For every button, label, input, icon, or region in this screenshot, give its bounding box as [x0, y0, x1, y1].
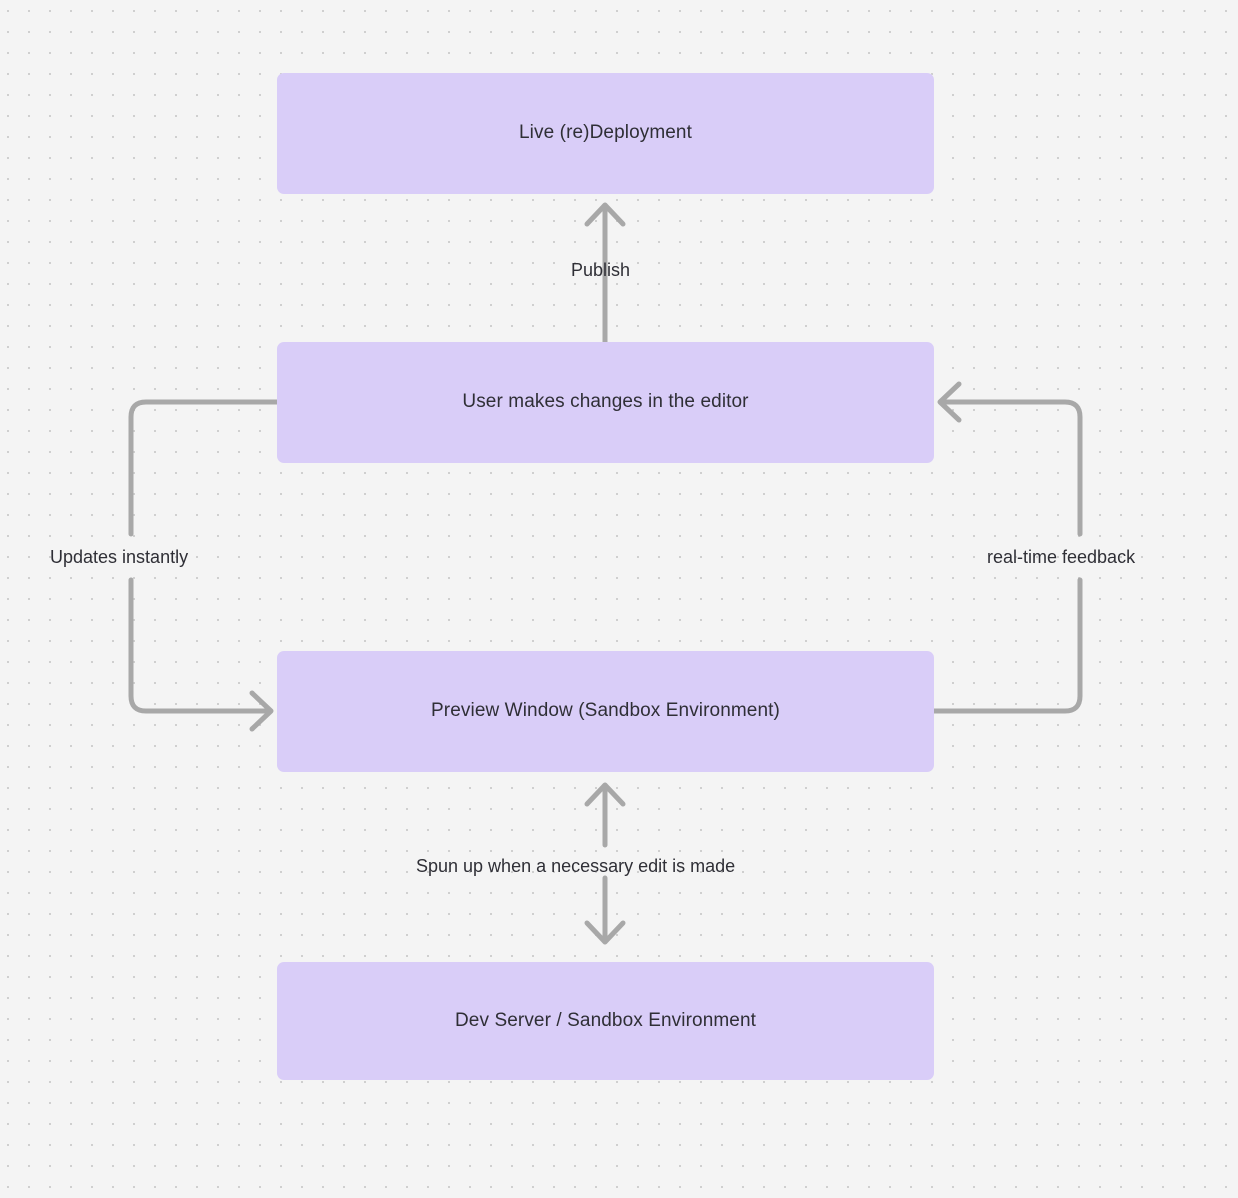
node-label: Live (re)Deployment	[519, 122, 692, 144]
node-user-makes-changes[interactable]: User makes changes in the editor	[277, 342, 934, 463]
edge-label-updates-instantly: Updates instantly	[50, 547, 189, 567]
arrowhead-right	[249, 690, 274, 732]
node-label: Dev Server / Sandbox Environment	[454, 1009, 756, 1031]
node-preview-window[interactable]: Preview Window (Sandbox Environment)	[277, 651, 934, 772]
node-label: User makes changes in the editor	[462, 391, 749, 413]
arrowhead-down	[584, 920, 626, 945]
edge-label-publish: Publish	[571, 260, 631, 280]
edge-label-spun-up: Spun up when a necessary edit is made	[416, 856, 736, 876]
node-live-redeployment[interactable]: Live (re)Deployment	[277, 73, 934, 194]
node-label: Preview Window (Sandbox Environment)	[431, 700, 780, 722]
arrowhead-up-2	[584, 782, 626, 807]
arrowhead-up	[584, 202, 626, 227]
node-dev-server[interactable]: Dev Server / Sandbox Environment	[277, 962, 934, 1080]
arrowhead-left	[937, 381, 962, 423]
edge-label-real-time-feedback: real-time feedback	[987, 547, 1136, 567]
